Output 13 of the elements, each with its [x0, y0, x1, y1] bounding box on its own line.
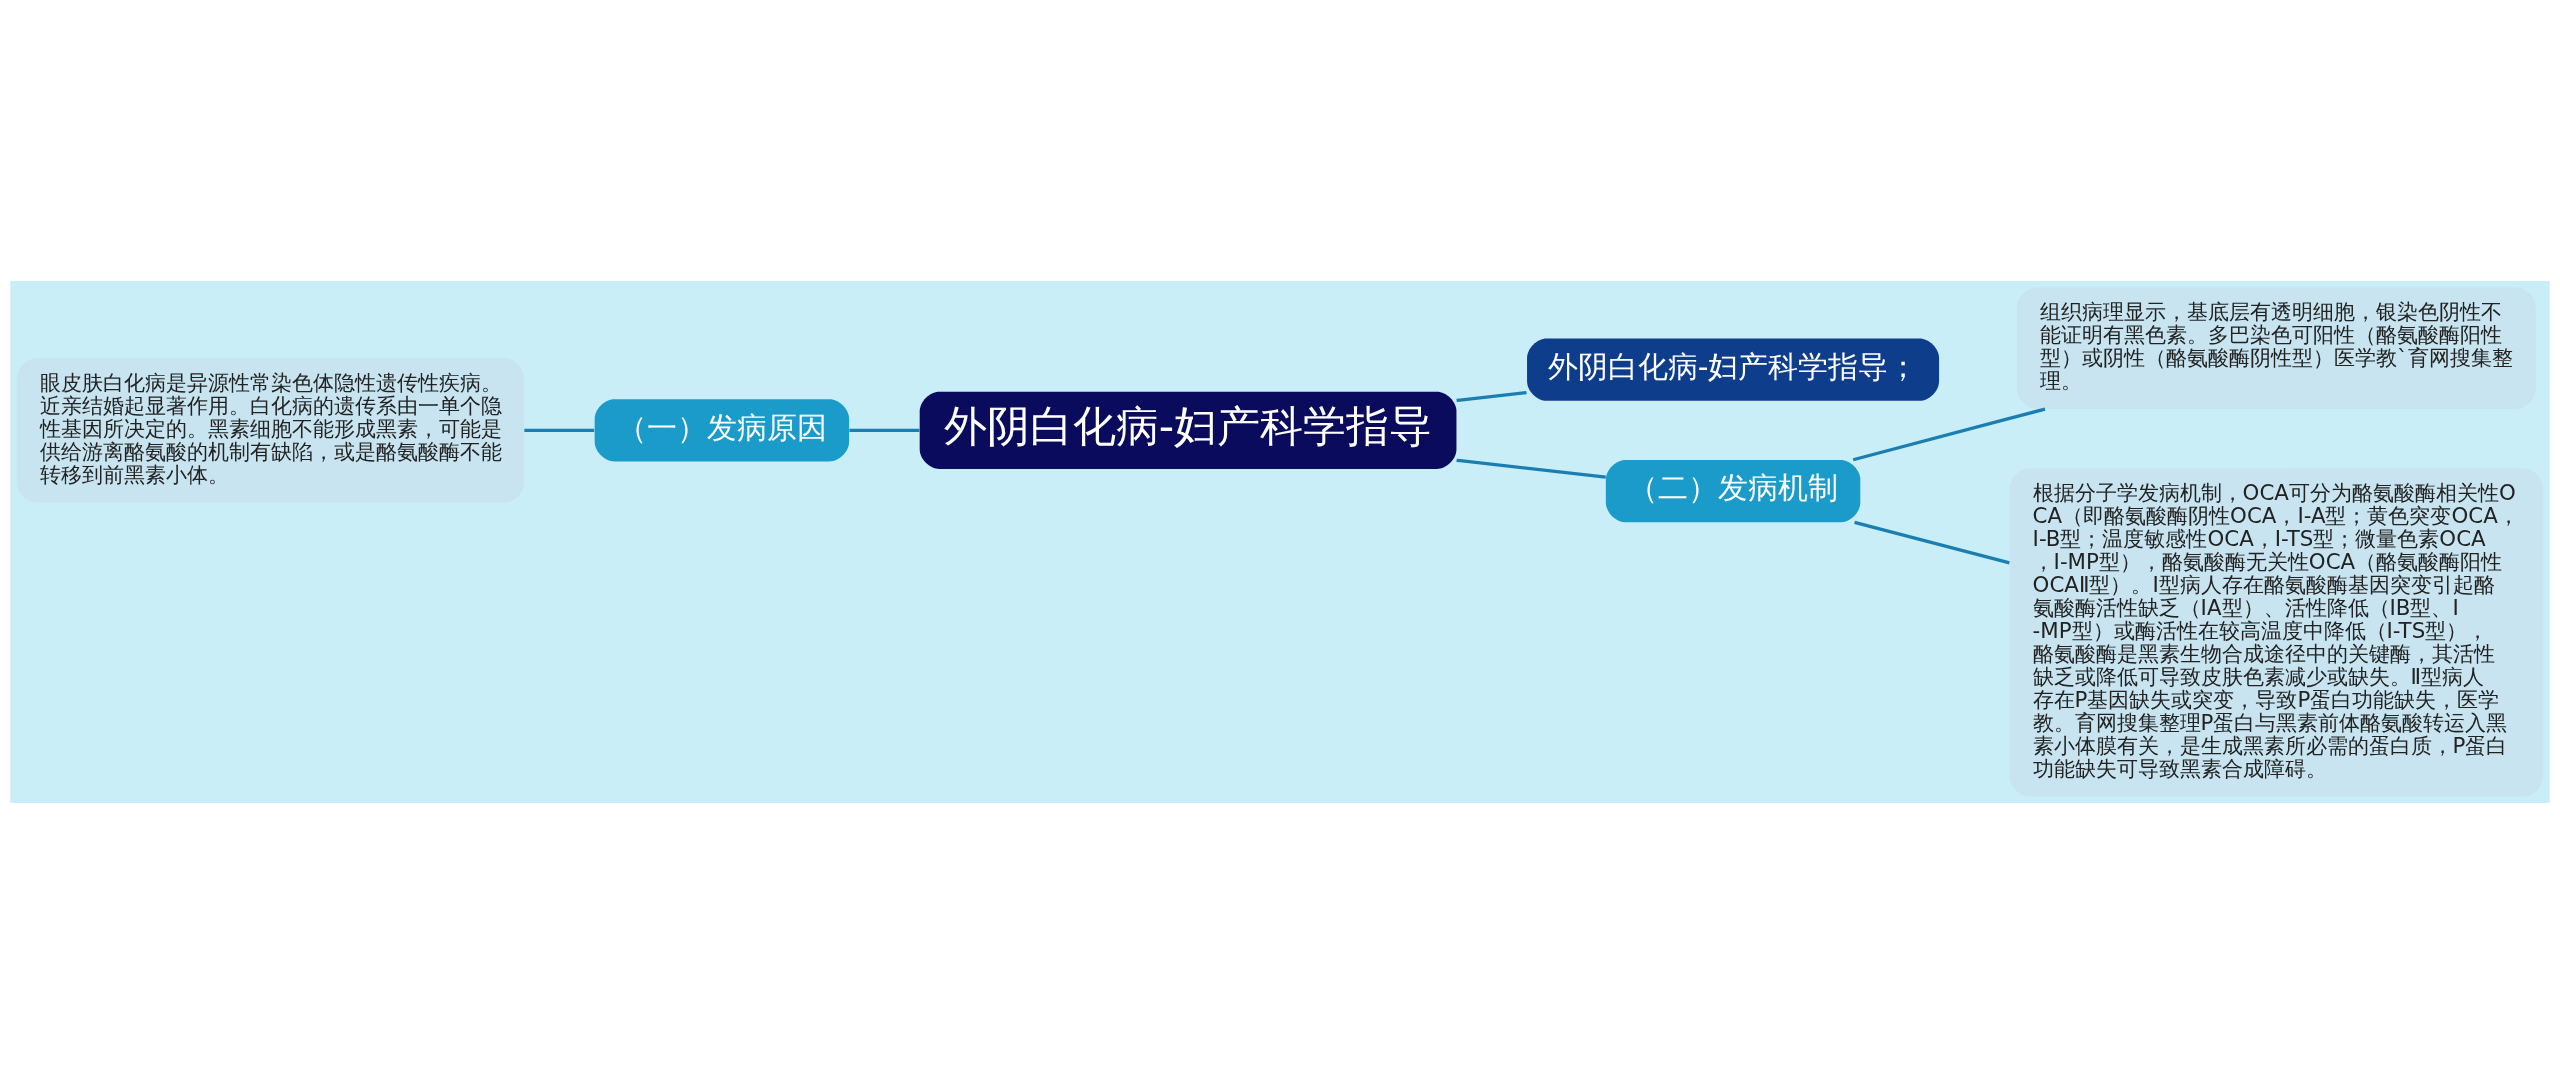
connector	[1852, 407, 2046, 462]
connector	[524, 428, 595, 432]
node-box: （二）发病机制	[1605, 459, 1861, 523]
node-box: 根据分子学发病机制，OCA可分为酪氨酸酶相关性OCA（即酪氨酸酶阴性OCA，Ⅰ-A型；黄色突变OCA，Ⅰ-B型；温度敏感性OCA，Ⅰ-TS型；微量色素OCA，Ⅰ-MP型），酪氨酸酶无关性OCA（酪氨酸酶阳性OCAⅡ型）。Ⅰ型病人存在酪氨酸酶基因突变引起酪氨酸酶活性缺乏（ⅠA型）、活性降低（ⅠB型、Ⅰ-MP型）或酶活性在较高温度中降低（Ⅰ-TS型），酪氨酸酶是黑素生物合成途径中的关键酶，其活性缺乏或降低可导致皮肤色素减少或缺失。Ⅱ型病人存在P基因缺失或突变，导致P蛋白功能缺失，医学教。育网搜集整理P蛋白与黑素前体酪氨酸转运入黑素小体膜有关，是生成黑素所必需的蛋白质，P蛋白功能缺失可导致黑素合成障碍。	[2009, 468, 2544, 797]
node-box: （一）发病原因	[594, 399, 850, 462]
node-box: 组织病理显示，基底层有透明细胞，银染色阴性不能证明有黑色素。多巴染色可阳性（酪氨酸酶阳性型）或阴性（酪氨酸酶阴性型）医学教`育网搜集整理。	[2017, 287, 2536, 410]
connector	[849, 428, 920, 432]
connector	[1854, 520, 2010, 565]
node-box: 外阴白化病-妇产科学指导；	[1527, 338, 1940, 401]
connector	[1456, 391, 1527, 403]
node-box: 外阴白化病-妇产科学指导	[919, 391, 1457, 469]
node-box: 眼皮肤白化病是异源性常染色体隐性遗传性疾病。近亲结婚起显著作用。白化病的遗传系由一单个隐性基因所决定的。黑素细胞不能形成黑素，可能是供给游离酪氨酸的机制有缺陷，或是酪氨酸酶不能转移到前黑素小体。	[16, 358, 525, 503]
connector	[1456, 458, 1606, 479]
